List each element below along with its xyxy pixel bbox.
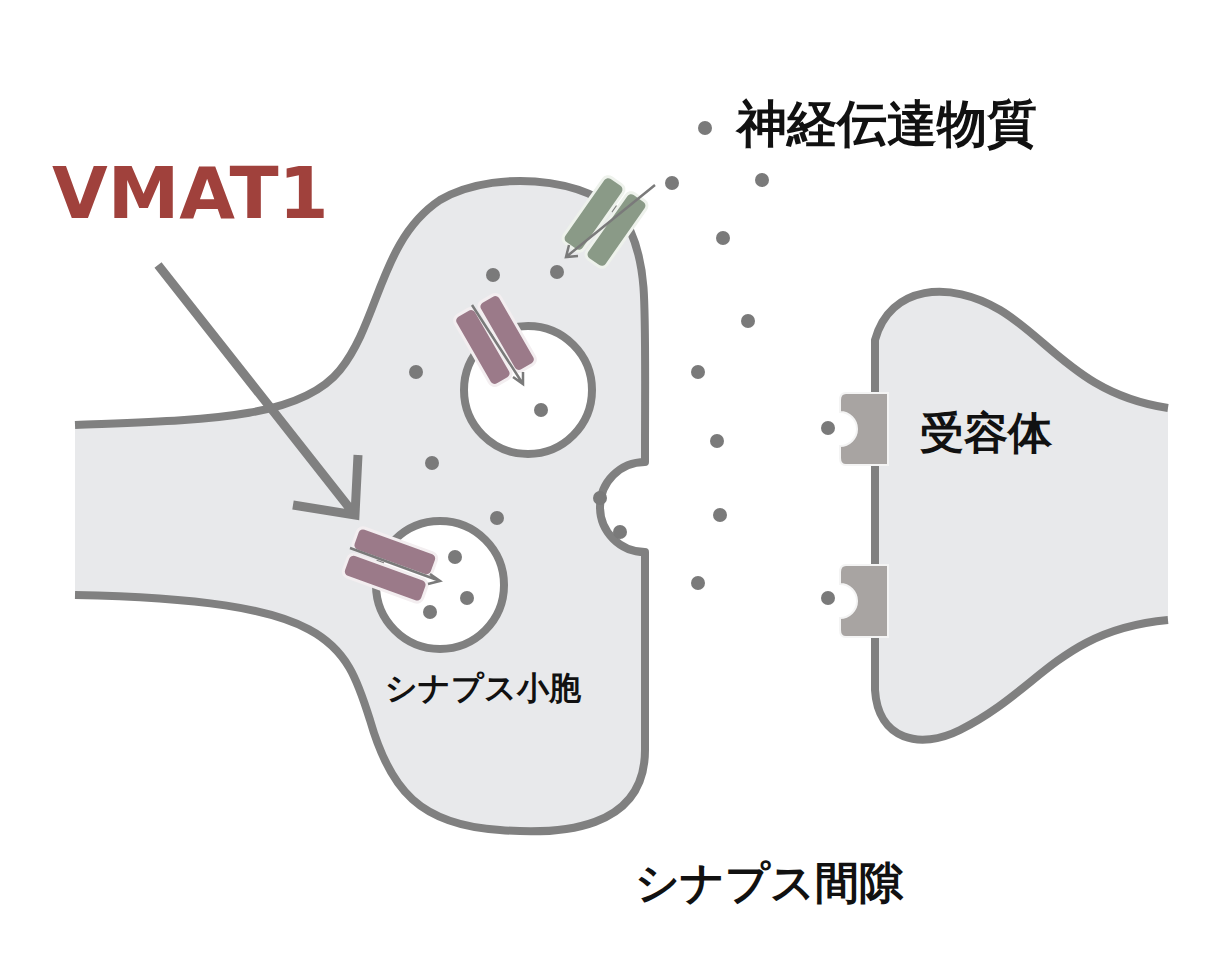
- vmat1-transporter: [452, 292, 537, 387]
- neurotransmitter-dot: [713, 508, 727, 522]
- postsynaptic-membrane: [875, 292, 1168, 740]
- neurotransmitter-dot: [550, 265, 564, 279]
- transport-arrow: [472, 305, 523, 384]
- vmat1-transporter: [342, 526, 439, 604]
- neurotransmitter-dot: [490, 511, 504, 525]
- neurotransmitter-dot: [691, 365, 705, 379]
- component-label: VMAT1: [52, 152, 329, 235]
- postsynaptic-fill: [875, 292, 1168, 740]
- neurotransmitter-dot: [716, 231, 730, 245]
- pointer-arrow: [158, 265, 358, 515]
- neurotransmitter-dot: [665, 176, 679, 190]
- neurotransmitter-dot: [534, 403, 548, 417]
- transport-arrow: [350, 548, 440, 584]
- presynaptic-membrane: [75, 181, 645, 831]
- neurotransmitter-dot: [613, 525, 627, 539]
- neurotransmitter-dot: [741, 314, 755, 328]
- neurotransmitter-dot: [698, 121, 712, 135]
- receptor-label: 受容体: [920, 408, 1052, 459]
- neurotransmitter-dot: [448, 550, 462, 564]
- cleft-label: シナプス間隙: [635, 858, 903, 909]
- neurotransmitter-dots: [409, 121, 835, 619]
- neurotransmitter-dot: [821, 421, 835, 435]
- neurotransmitter-dot: [593, 491, 607, 505]
- neurotransmitter-label: 神経伝達物質: [737, 96, 1037, 154]
- neurotransmitter-dot: [423, 605, 437, 619]
- neurotransmitter-dot: [755, 173, 769, 187]
- neurotransmitter-dot: [409, 365, 423, 379]
- neurotransmitter-dot: [710, 434, 724, 448]
- vesicle-label: シナプス小胞: [385, 670, 581, 707]
- neurotransmitter-dot: [821, 591, 835, 605]
- neurotransmitter-dot: [691, 576, 705, 590]
- receptor: [840, 565, 888, 637]
- neurotransmitter-dot: [460, 591, 474, 605]
- presynaptic-fill: [75, 181, 645, 831]
- transport-arrow: [566, 185, 655, 257]
- neurotransmitter-dot: [486, 268, 500, 282]
- neurotransmitter-dot: [425, 456, 439, 470]
- receptor: [840, 393, 888, 465]
